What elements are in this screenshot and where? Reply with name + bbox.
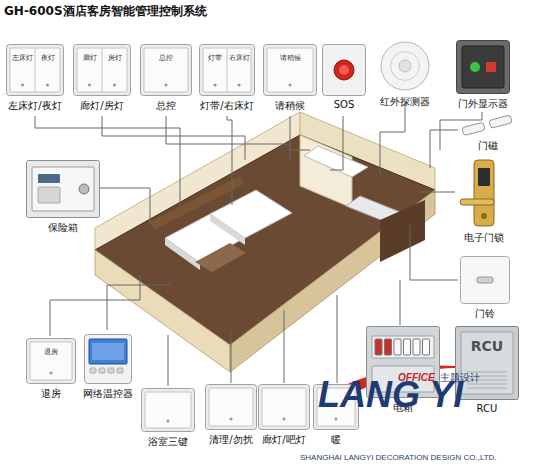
- device-face: [26, 338, 76, 384]
- device-face: [141, 388, 195, 432]
- corridor-light-switch: 廊灯房灯廊灯/房灯: [73, 44, 131, 96]
- device-face: [6, 44, 64, 96]
- device-caption: SOS: [334, 99, 355, 110]
- button-label: 总控: [144, 53, 188, 63]
- button-label: 右床灯: [227, 53, 251, 63]
- safe-box: 保险箱: [26, 160, 100, 218]
- bed-light-switch: 左床灯夜灯左床灯/夜灯: [6, 44, 64, 96]
- device-caption: 廊灯/房灯: [80, 99, 123, 113]
- device-face: [456, 40, 510, 94]
- device-caption: 清理/勿扰: [209, 433, 252, 447]
- button-label: 夜灯: [35, 53, 60, 63]
- door-magnet: 门磁: [460, 114, 516, 136]
- infrared-detector: 红外探测器: [379, 40, 431, 92]
- face-text: RCU: [455, 338, 519, 354]
- bath-switch: 浴室三键: [141, 388, 195, 432]
- button-label: 灯带: [203, 53, 227, 63]
- device-face: [205, 384, 257, 430]
- device-caption: 红外探测器: [380, 95, 430, 109]
- device-caption: 门外显示器: [458, 97, 508, 111]
- device-face: [460, 256, 510, 304]
- device-caption: 总控: [156, 99, 176, 113]
- checkout-switch: 退房退房: [26, 338, 76, 384]
- device-caption: 电子门锁: [464, 231, 504, 245]
- button-label: 退房: [30, 347, 72, 357]
- door-bell: 门铃: [460, 256, 510, 304]
- device-caption: 门铃: [475, 307, 495, 321]
- company-name: SHANGHAI LANGYI DECORATION DESIGN CO.,LT…: [300, 453, 497, 462]
- device-face: [84, 334, 132, 384]
- device-caption: 退房: [41, 387, 61, 401]
- thermostat: 网络温控器: [84, 334, 132, 384]
- device-face: [258, 384, 310, 430]
- master-switch: 总控总控: [140, 44, 192, 96]
- logo-chinese: 主题设计: [440, 371, 480, 385]
- device-caption: 灯带/右床灯: [200, 99, 253, 113]
- clean-dnd-switch: 清理/勿扰: [205, 384, 257, 430]
- device-face: [26, 160, 100, 218]
- device-caption: RCU: [477, 403, 498, 414]
- device-caption: 请稍候: [275, 99, 305, 113]
- bar-light-switch: 廊灯/吧灯: [258, 384, 310, 430]
- logo-office: OFFICE: [398, 372, 435, 383]
- device-caption: 门磁: [478, 139, 498, 153]
- device-caption: 网络温控器: [83, 387, 133, 401]
- button-label: 左床灯: [10, 53, 35, 63]
- device-face: [263, 44, 317, 96]
- device-face: [199, 44, 255, 96]
- device-face: [379, 40, 431, 92]
- rcu-box: RCURCU: [455, 326, 519, 400]
- device-caption: 保险箱: [48, 221, 78, 235]
- electronic-lock: 电子门锁: [456, 158, 512, 228]
- device-face: [322, 44, 366, 96]
- device-face: [456, 158, 512, 228]
- device-face: [140, 44, 192, 96]
- device-face: [73, 44, 131, 96]
- device-face: [455, 326, 519, 400]
- device-face: [460, 114, 516, 136]
- device-caption: 廊灯/吧灯: [262, 433, 305, 447]
- device-caption: 暖: [331, 433, 341, 447]
- please-wait-switch: 请稍候请稍候: [263, 44, 317, 96]
- button-label: 房灯: [102, 53, 127, 63]
- light-strip-switch: 灯带右床灯灯带/右床灯: [199, 44, 255, 96]
- device-caption: 左床灯/夜灯: [8, 99, 61, 113]
- door-display: 门外显示器: [456, 40, 510, 94]
- button-label: 廊灯: [77, 53, 102, 63]
- diagram-title: GH-600S酒店客房智能管理控制系统: [4, 3, 207, 20]
- sos-button: SOS: [322, 44, 366, 96]
- device-caption: 浴室三键: [148, 435, 188, 449]
- button-label: 请稍候: [267, 53, 313, 63]
